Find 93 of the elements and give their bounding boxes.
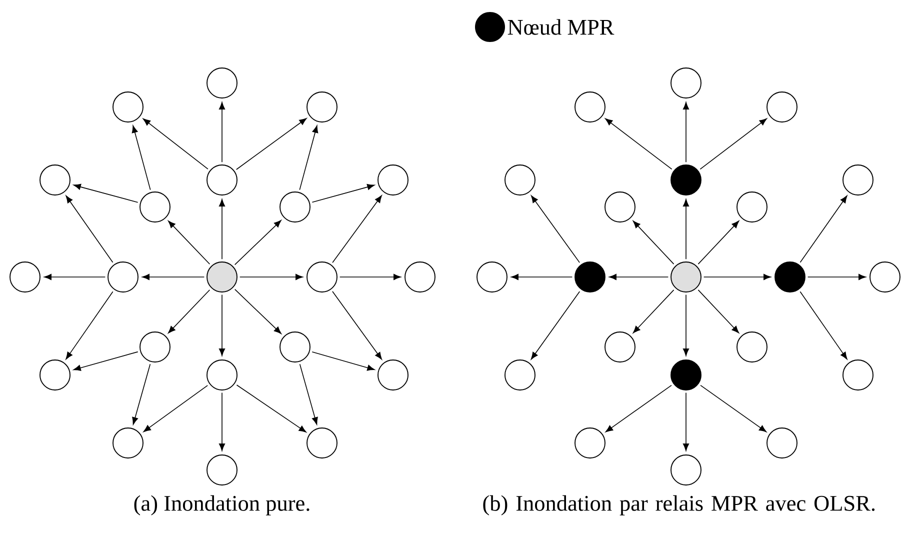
network-node-circle bbox=[306, 428, 338, 458]
arrow bbox=[142, 274, 205, 280]
arrow bbox=[339, 274, 401, 280]
arrow bbox=[511, 274, 573, 280]
arrow bbox=[299, 125, 318, 190]
network-node-circle bbox=[842, 164, 874, 196]
network-node-circle bbox=[378, 360, 408, 390]
network-node-circle bbox=[206, 454, 238, 486]
network-node-circle bbox=[736, 192, 768, 222]
arrow bbox=[236, 118, 307, 170]
network-node-circle bbox=[574, 262, 606, 292]
arrow bbox=[700, 384, 767, 432]
arrow bbox=[530, 195, 580, 263]
arrow bbox=[168, 289, 210, 334]
arrow bbox=[44, 274, 106, 280]
arrow bbox=[800, 291, 848, 360]
network-node-circle bbox=[476, 262, 508, 292]
network-node-circle bbox=[604, 332, 636, 362]
arrow bbox=[168, 220, 210, 265]
network-node-circle bbox=[504, 164, 536, 196]
arrow bbox=[142, 118, 208, 170]
network-node-circle bbox=[574, 428, 606, 458]
arrow bbox=[234, 288, 282, 334]
network-node-circle bbox=[280, 192, 310, 222]
arrow bbox=[218, 392, 226, 451]
arrow bbox=[218, 294, 226, 356]
arrow bbox=[332, 195, 382, 264]
arrow bbox=[682, 199, 690, 260]
arrow bbox=[682, 102, 690, 163]
network-node-circle bbox=[736, 332, 768, 362]
arrow bbox=[332, 291, 382, 360]
network-node-circle bbox=[870, 262, 900, 292]
arrow bbox=[632, 290, 674, 334]
arrow bbox=[807, 274, 866, 280]
legend-label: Nœud MPR bbox=[508, 19, 614, 35]
network-node-circle bbox=[206, 68, 238, 98]
network-node-circle bbox=[504, 360, 536, 390]
arrow bbox=[700, 118, 767, 170]
arrow bbox=[703, 274, 771, 280]
arrow bbox=[609, 274, 669, 280]
arrow bbox=[312, 351, 375, 371]
caption: (a) Inondation pure. bbox=[134, 495, 310, 516]
network-node-circle bbox=[206, 360, 238, 390]
network-node-circle bbox=[140, 192, 170, 222]
arrow bbox=[312, 184, 375, 203]
network-node-circle bbox=[766, 428, 798, 458]
arrow bbox=[66, 291, 114, 360]
network-node-circle bbox=[280, 332, 310, 362]
arrow bbox=[66, 196, 114, 263]
network-node-circle bbox=[112, 428, 144, 458]
arrow bbox=[132, 125, 151, 190]
network-node-circle bbox=[670, 68, 702, 98]
network-node-circle bbox=[574, 92, 606, 122]
network-node-circle bbox=[306, 262, 338, 292]
network-node-circle bbox=[140, 332, 170, 362]
network-node-circle bbox=[108, 262, 138, 292]
caption: (b) Inondation par relais MPR avec OLSR. bbox=[483, 495, 875, 516]
network-node-circle bbox=[378, 164, 408, 196]
network-node-circle bbox=[842, 360, 874, 390]
arrow bbox=[218, 199, 226, 260]
network-node-circle bbox=[774, 262, 806, 292]
network-node-circle bbox=[40, 360, 70, 390]
arrow bbox=[682, 294, 690, 356]
arrow bbox=[698, 220, 740, 264]
arrow bbox=[132, 364, 151, 425]
arrow bbox=[143, 385, 208, 432]
network-node-circle bbox=[112, 92, 144, 122]
network-node-circle bbox=[306, 92, 338, 122]
arrow bbox=[605, 118, 672, 170]
arrow bbox=[530, 291, 580, 360]
arrow bbox=[234, 220, 282, 266]
arrow bbox=[800, 196, 848, 263]
network-node-circle bbox=[670, 262, 702, 292]
arrow bbox=[73, 184, 138, 203]
arrow bbox=[605, 384, 672, 432]
arrow bbox=[698, 290, 740, 334]
arrow bbox=[218, 102, 226, 163]
network-node-circle bbox=[670, 164, 702, 196]
arrow bbox=[299, 364, 318, 425]
network-node-circle bbox=[40, 164, 70, 196]
network-node-circle bbox=[206, 164, 238, 196]
arrow bbox=[239, 274, 303, 280]
arrow bbox=[236, 384, 306, 432]
arrow bbox=[73, 351, 138, 371]
network-node-circle bbox=[604, 192, 636, 222]
network-node-circle bbox=[670, 360, 702, 390]
network-node-circle bbox=[766, 92, 798, 122]
network-node-circle bbox=[10, 262, 40, 292]
network-node-circle bbox=[670, 454, 702, 486]
arrow bbox=[632, 220, 674, 264]
arrow bbox=[682, 392, 690, 451]
network-node-circle bbox=[206, 262, 238, 292]
network-node-circle bbox=[404, 262, 436, 292]
